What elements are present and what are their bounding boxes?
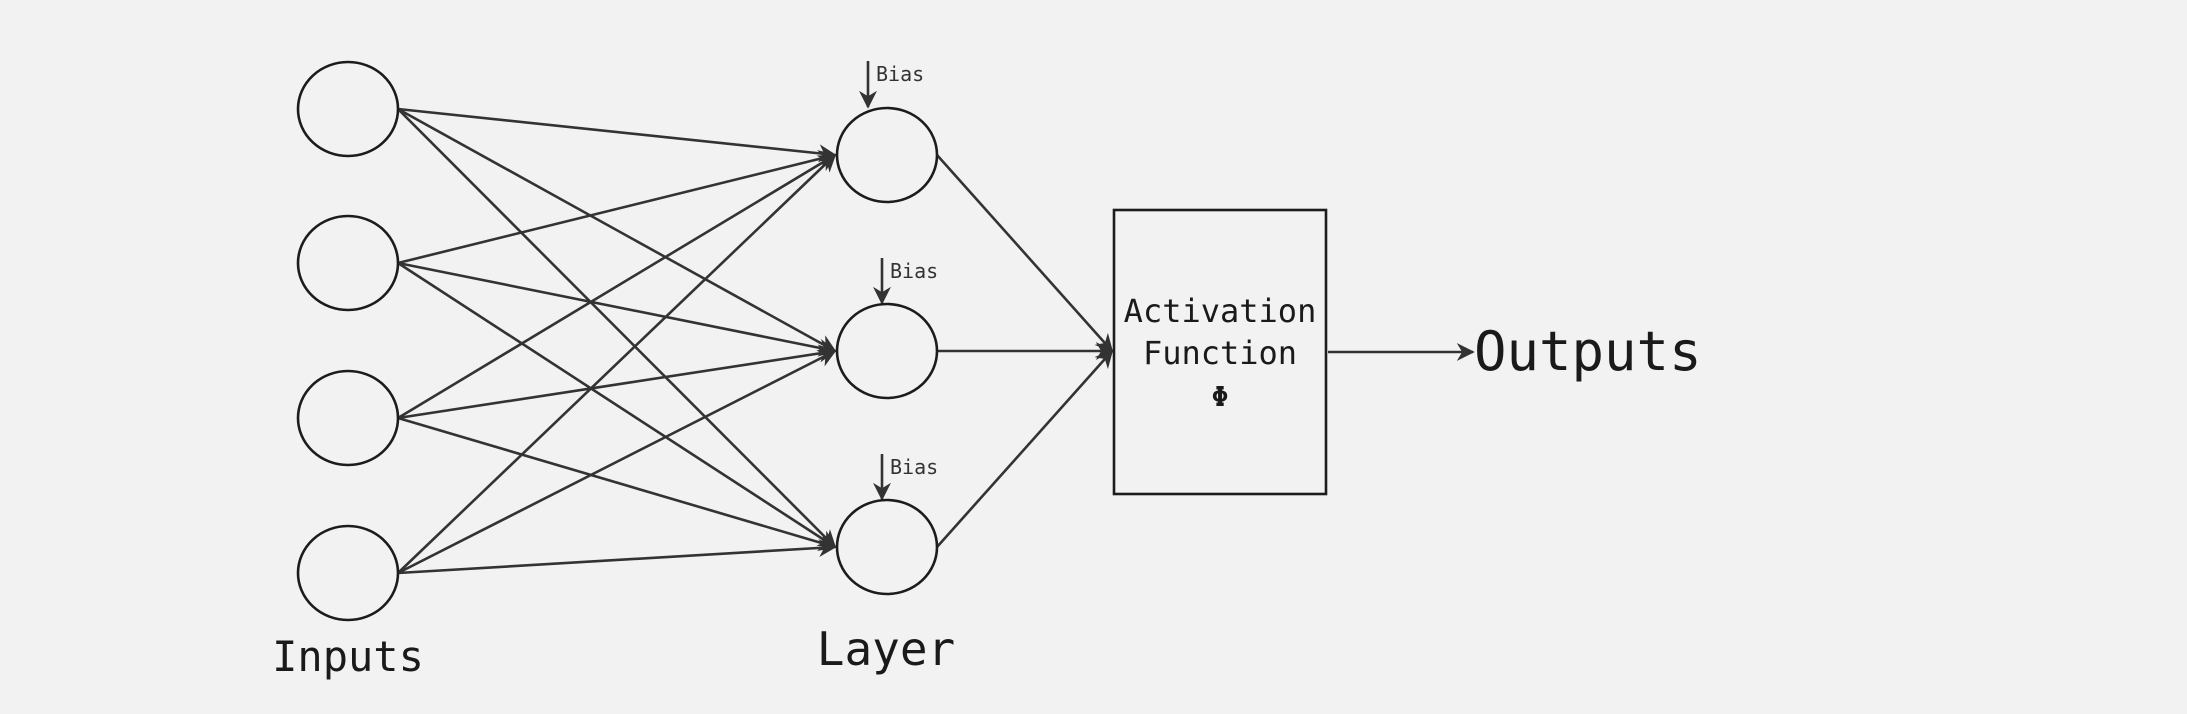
activation-symbol: Φ [1212, 380, 1229, 413]
layer-neuron-2 [835, 302, 939, 400]
input-nodes [296, 60, 400, 622]
edge-input-3-neuron-2 [397, 344, 837, 420]
input-to-layer-edges [397, 107, 837, 575]
edge-input-1-neuron-1 [397, 107, 837, 163]
edge-neuron-1-activation [936, 154, 1114, 353]
edge-input-3-neuron-1 [397, 153, 837, 420]
layer-neuron-3 [835, 498, 939, 596]
bias-label-3: Bias [890, 455, 938, 479]
inputs-label: Inputs [272, 632, 424, 681]
layer-neuron-1 [835, 106, 939, 204]
edge-input-4-neuron-2 [397, 349, 837, 575]
input-node-4 [296, 524, 400, 622]
edge-input-1-neuron-3 [397, 108, 837, 549]
layer-nodes [835, 106, 939, 596]
activation-label-line1: Activation [1124, 292, 1317, 330]
edge-input-3-neuron-3 [397, 416, 837, 552]
edge-input-2-neuron-1 [397, 150, 837, 265]
edge-input-4-neuron-3 [397, 538, 837, 575]
input-node-3 [296, 369, 400, 467]
outputs-label: Outputs [1474, 320, 1702, 383]
activation-function-box [1112, 208, 1328, 496]
bias-label-2: Bias [890, 259, 938, 283]
edge-input-2-neuron-3 [397, 261, 837, 549]
bias-arrows [859, 61, 891, 501]
edge-input-4-neuron-1 [397, 153, 837, 574]
input-node-2 [296, 214, 400, 312]
edge-input-2-neuron-2 [397, 261, 837, 357]
bias-label-1: Bias [876, 62, 924, 86]
activation-label-line2: Function [1143, 334, 1297, 372]
input-node-1 [296, 60, 400, 158]
layer-label: Layer [817, 622, 955, 676]
layer-to-activation-edges [936, 154, 1114, 548]
edge-neuron-3-activation [936, 349, 1114, 548]
edge-input-1-neuron-2 [397, 107, 837, 353]
